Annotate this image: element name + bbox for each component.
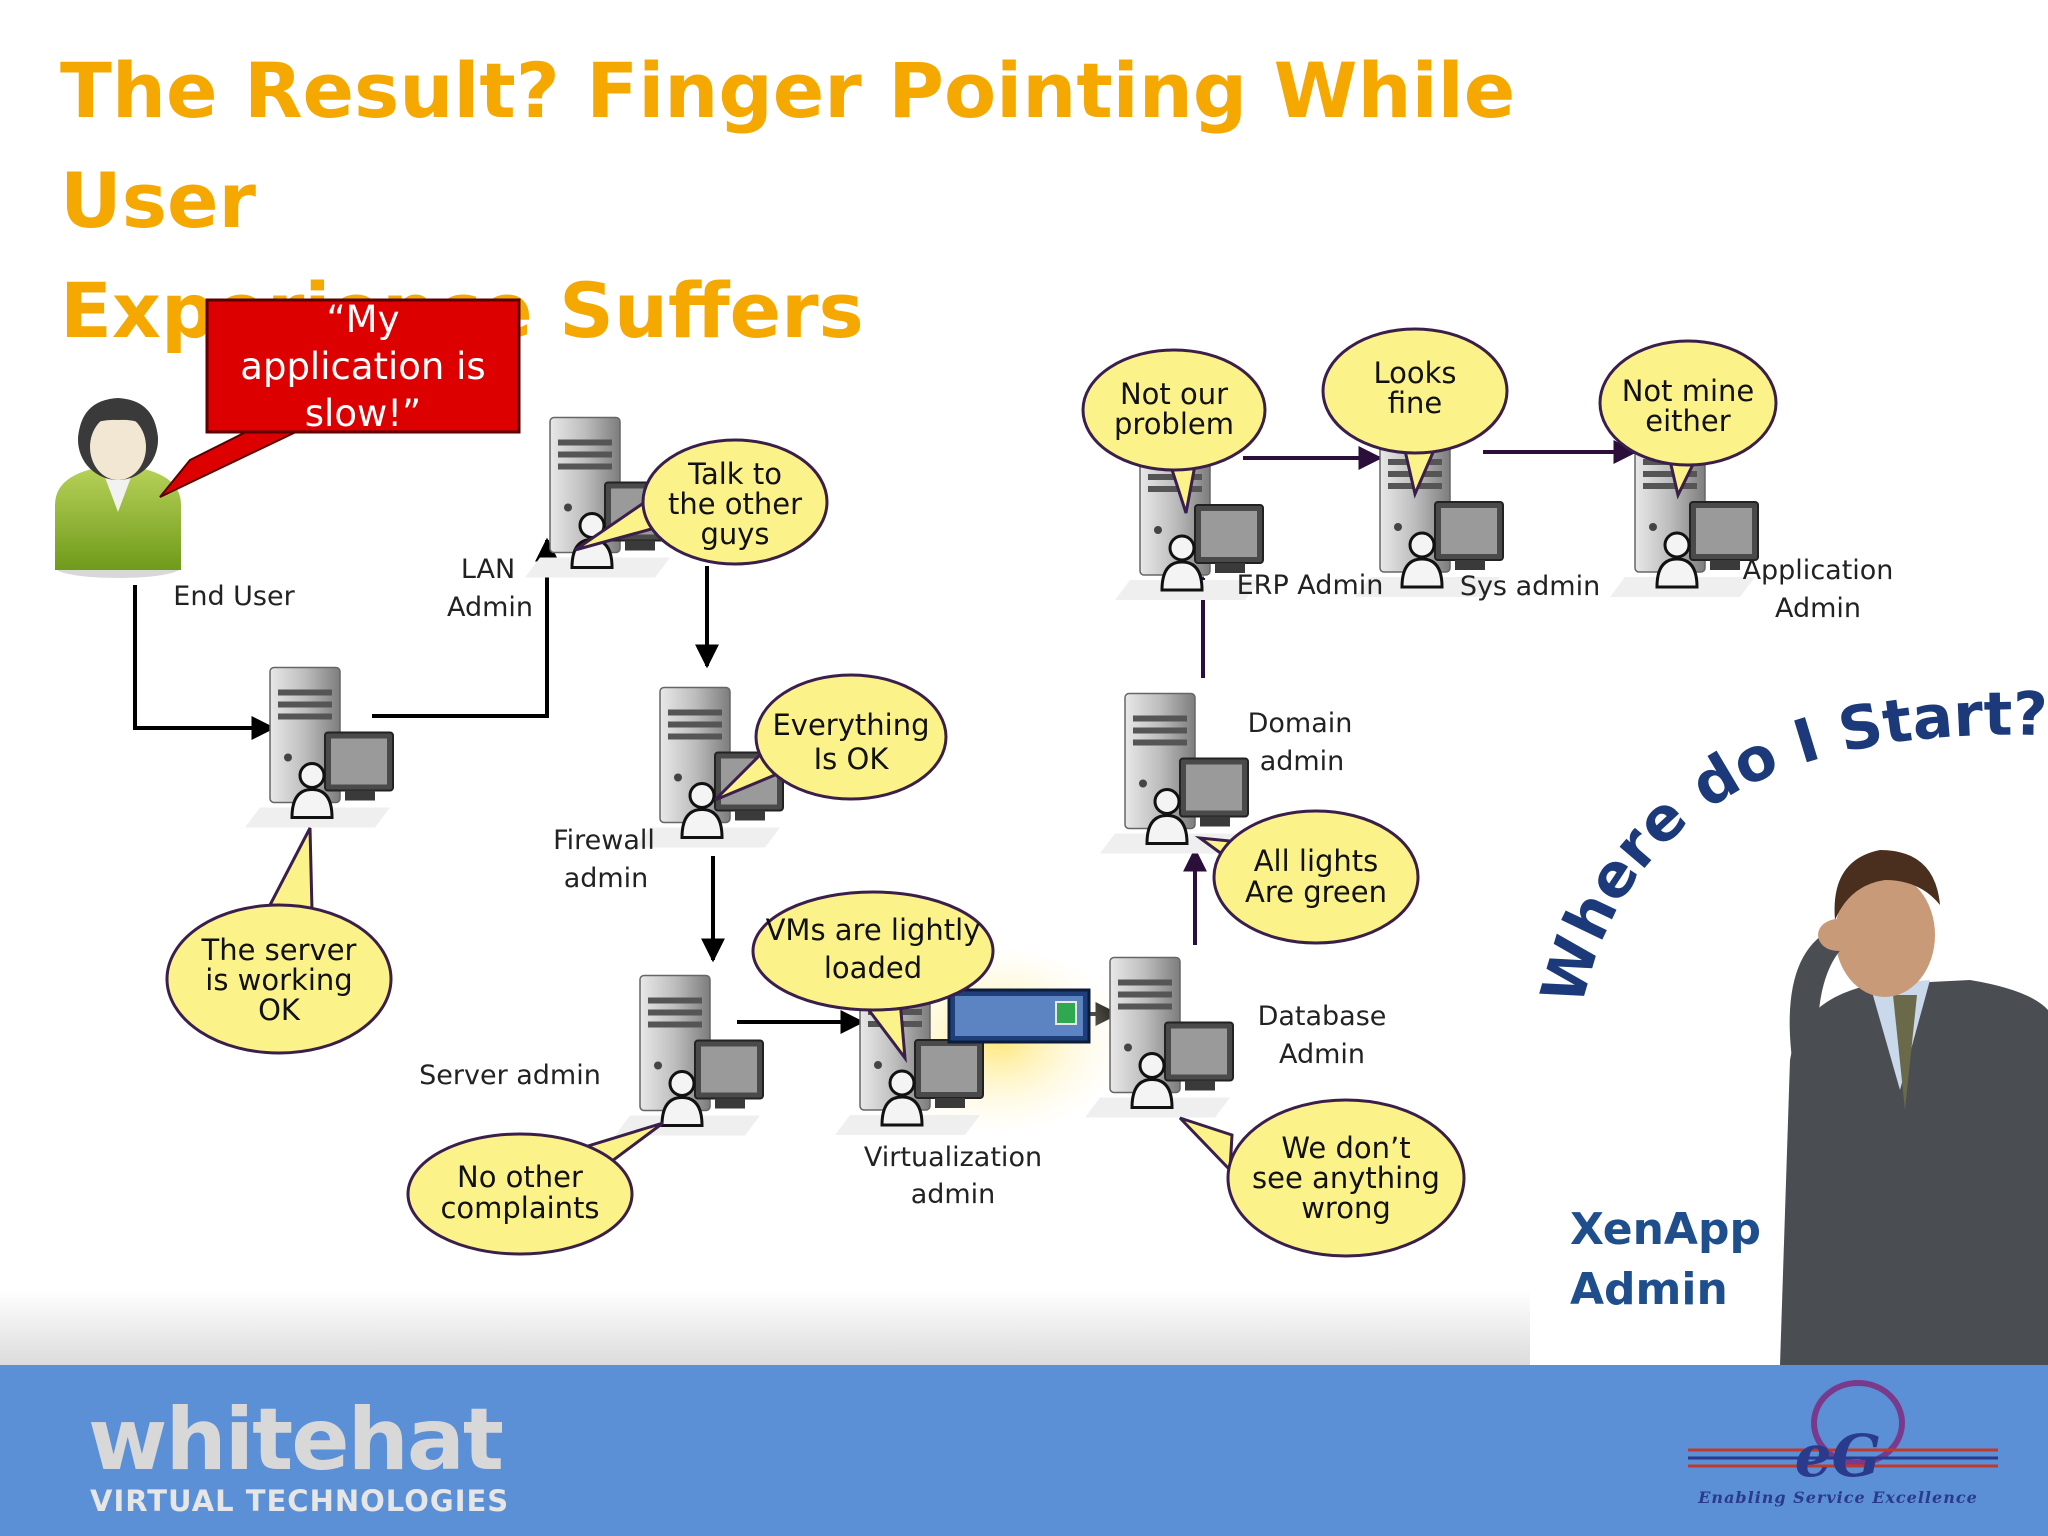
server-icon-server-admin bbox=[613, 973, 765, 1138]
bubble-talk-line-1: Talk to bbox=[687, 457, 782, 491]
bubble-server-working-line-3: OK bbox=[258, 993, 301, 1027]
businessman-photo bbox=[1780, 850, 2048, 1365]
bubble-complaints-line-1: No other bbox=[457, 1160, 583, 1194]
callout-line-1: “My bbox=[327, 298, 400, 341]
label-erp-admin: ERP Admin bbox=[1237, 570, 1384, 601]
label-sys-admin: Sys admin bbox=[1460, 571, 1600, 602]
label-firewall-admin-2: admin bbox=[564, 863, 649, 894]
bubble-not-mine: Not mine either bbox=[1598, 339, 1778, 500]
bubble-lights-line-1: All lights bbox=[1254, 844, 1379, 878]
label-virtualization-admin-2: admin bbox=[911, 1179, 996, 1210]
bubble-server-working: The server is working OK bbox=[165, 827, 393, 1055]
label-firewall-admin-1: Firewall bbox=[553, 825, 655, 856]
footer-shadow bbox=[0, 1290, 1530, 1365]
label-application-admin-1: Application bbox=[1743, 555, 1894, 586]
label-database-admin-1: Database bbox=[1258, 1001, 1387, 1032]
eg-logo-text: eG bbox=[1795, 1422, 1881, 1488]
brand-name: whitehat bbox=[88, 1390, 504, 1490]
bubble-mine-line-2: either bbox=[1645, 404, 1730, 438]
bubble-wrong-line-3: wrong bbox=[1301, 1191, 1391, 1225]
bubble-server-working-line-2: is working bbox=[205, 963, 352, 997]
label-domain-admin-2: admin bbox=[1260, 746, 1345, 777]
bubble-everything-line-1: Everything bbox=[772, 708, 929, 742]
bubble-wrong-line-2: see anything bbox=[1252, 1161, 1440, 1195]
connector-lines bbox=[133, 440, 1638, 1034]
brand-tagline: VIRTUAL TECHNOLOGIES bbox=[90, 1484, 510, 1518]
label-virtualization-admin-1: Virtualization bbox=[864, 1142, 1042, 1173]
bubble-everything-line-2: Is OK bbox=[814, 742, 890, 776]
label-domain-admin-1: Domain bbox=[1248, 708, 1353, 739]
slide-title: The Result? Finger Pointing While User E… bbox=[60, 36, 1660, 366]
bubble-nothing-wrong: We don’t see anything wrong bbox=[1178, 1098, 1466, 1258]
label-application-admin-2: Admin bbox=[1775, 593, 1861, 624]
bubble-no-complaints: No other complaints bbox=[406, 1121, 664, 1256]
bubble-problem-line-1: Not our bbox=[1120, 377, 1228, 411]
label-end-user: End User bbox=[173, 581, 295, 612]
bubble-server-working-line-1: The server bbox=[201, 933, 357, 967]
eg-logo-mark: eG bbox=[1688, 1380, 1998, 1490]
end-user-icon bbox=[55, 398, 181, 578]
bubble-complaints-line-2: complaints bbox=[440, 1191, 599, 1225]
bubble-vms-loaded: VMs are lightly loaded bbox=[751, 890, 995, 1064]
bubble-talk-to-others: Talk to the other guys bbox=[574, 438, 829, 566]
bubble-looks-fine: Looks fine bbox=[1321, 327, 1509, 499]
title-line-1: The Result? Finger Pointing While User bbox=[60, 46, 1516, 245]
bubble-talk-line-2: the other bbox=[668, 487, 802, 521]
bubble-problem-line-2: problem bbox=[1114, 407, 1234, 441]
whitehat-logo: whitehat VIRTUAL TECHNOLOGIES bbox=[88, 1392, 538, 1522]
callout-line-3: slow!” bbox=[305, 392, 421, 435]
eg-logo: eG Enabling Service Excellence bbox=[1668, 1378, 2008, 1518]
where-do-i-start-arc-text: Where do I Start? bbox=[1528, 680, 2048, 1012]
callout-line-2: application is bbox=[240, 345, 485, 388]
arc-text-path: Where do I Start? bbox=[1528, 680, 2048, 1012]
bubble-lights-line-2: Are green bbox=[1245, 875, 1387, 909]
bubble-vms-line-1: VMs are lightly bbox=[766, 913, 981, 947]
bubble-fine-line-2: fine bbox=[1388, 386, 1443, 420]
bubble-talk-line-3: guys bbox=[700, 517, 769, 551]
label-lan-admin-2: Admin bbox=[447, 592, 533, 623]
bubble-lights-green: All lights Are green bbox=[1194, 809, 1420, 945]
xenapp-label-line-2: Admin bbox=[1570, 1264, 1728, 1315]
bubble-not-our-problem: Not our problem bbox=[1081, 348, 1267, 514]
bubble-fine-line-1: Looks bbox=[1373, 356, 1456, 390]
bubble-everything-ok: Everything Is OK bbox=[713, 673, 948, 802]
bubble-vms-line-2: loaded bbox=[824, 951, 922, 985]
server-icon-user-server bbox=[243, 665, 395, 830]
bubble-wrong-line-1: We don’t bbox=[1281, 1131, 1410, 1165]
partner-slogan: Enabling Service Excellence bbox=[1698, 1488, 1978, 1507]
xenapp-label-line-1: XenApp bbox=[1570, 1204, 1761, 1255]
server-icon-domain bbox=[1098, 691, 1250, 856]
complaint-callout: “My application is slow!” bbox=[159, 298, 521, 498]
label-database-admin-2: Admin bbox=[1279, 1039, 1365, 1070]
label-lan-admin-1: LAN bbox=[461, 554, 515, 585]
vmware-console-icon bbox=[947, 988, 1091, 1044]
label-server-admin: Server admin bbox=[419, 1060, 601, 1091]
xenapp-admin-label: XenApp Admin bbox=[1570, 1200, 1761, 1320]
bubble-mine-line-1: Not mine bbox=[1622, 374, 1755, 408]
